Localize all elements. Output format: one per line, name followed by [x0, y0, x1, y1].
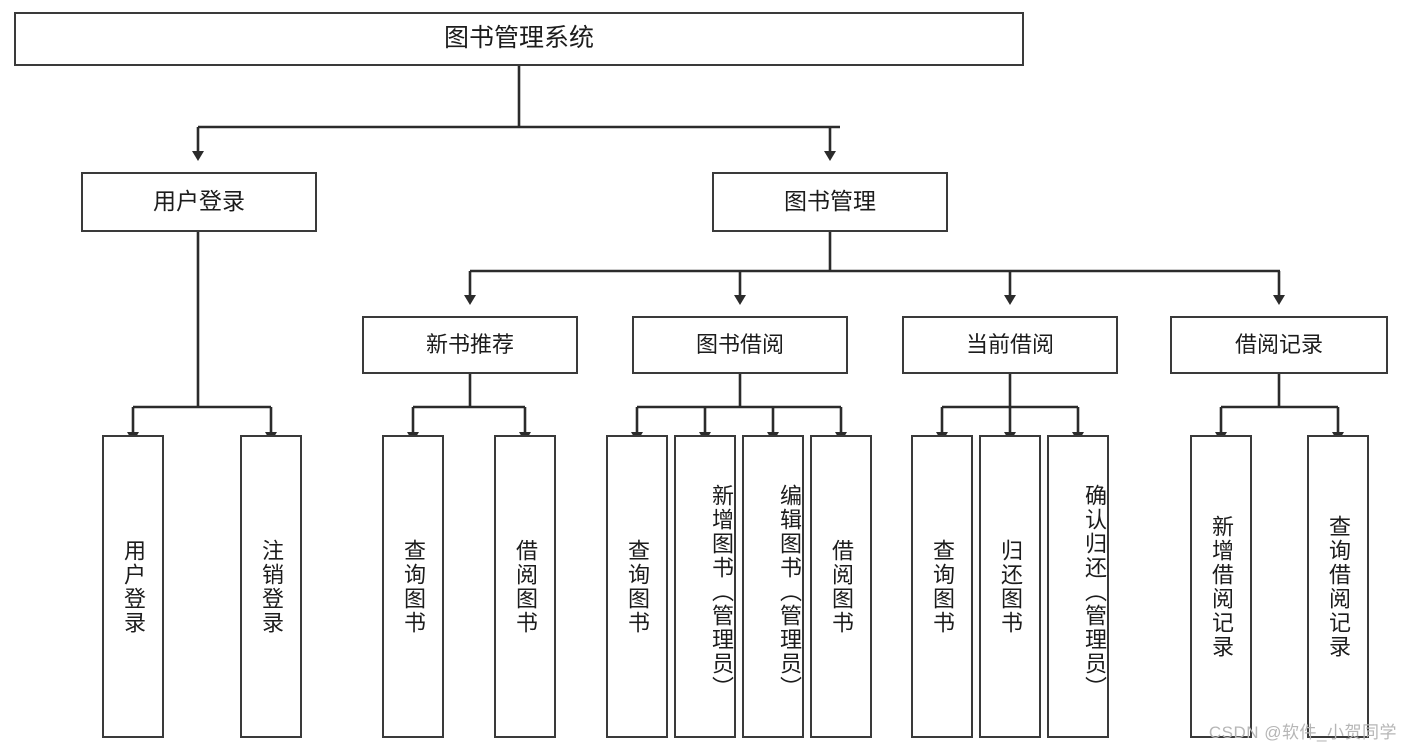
leaf-add-record-label: 新增借阅记录 [1208, 514, 1234, 659]
node-book-management-label: 图书管理 [784, 188, 876, 215]
node-book-management[interactable]: 图书管理 [712, 172, 948, 232]
node-book-borrow-label: 图书借阅 [695, 332, 784, 358]
leaf-edit-book[interactable]: 编辑图书（管理员） [742, 435, 804, 738]
leaf-query-book-2-label: 查询图书 [624, 538, 650, 635]
leaf-borrow-book-1-label: 借阅图书 [512, 538, 538, 635]
leaf-user-login-label: 用户登录 [120, 538, 146, 635]
leaf-confirm-return[interactable]: 确认归还（管理员） [1047, 435, 1109, 738]
leaf-return-book[interactable]: 归还图书 [979, 435, 1041, 738]
leaf-borrow-book-2[interactable]: 借阅图书 [810, 435, 872, 738]
node-root-label: 图书管理系统 [443, 24, 594, 53]
leaf-query-book-1-label: 查询图书 [400, 538, 426, 635]
node-current-borrow-label: 当前借阅 [965, 332, 1054, 358]
leaf-confirm-return-label: 确认归还（管理员） [1082, 483, 1107, 700]
watermark: CSDN @软件_小贺同学 [1208, 723, 1397, 742]
leaf-borrow-book-2-label: 借阅图书 [828, 538, 854, 635]
leaf-user-login[interactable]: 用户登录 [102, 435, 164, 738]
node-book-borrow[interactable]: 图书借阅 [632, 316, 848, 374]
leaf-borrow-book-1[interactable]: 借阅图书 [494, 435, 556, 738]
leaf-query-record[interactable]: 查询借阅记录 [1307, 435, 1369, 738]
node-new-book-recommend[interactable]: 新书推荐 [362, 316, 578, 374]
node-root[interactable]: 图书管理系统 [14, 12, 1024, 66]
node-borrow-record-label: 借阅记录 [1234, 332, 1323, 358]
node-current-borrow[interactable]: 当前借阅 [902, 316, 1118, 374]
leaf-return-book-label: 归还图书 [997, 538, 1023, 635]
leaf-query-book-3-label: 查询图书 [929, 538, 955, 635]
leaf-query-record-label: 查询借阅记录 [1325, 514, 1351, 659]
leaf-query-book-2[interactable]: 查询图书 [606, 435, 668, 738]
leaf-logout-login-label: 注销登录 [258, 538, 284, 635]
node-user-login[interactable]: 用户登录 [81, 172, 317, 232]
leaf-query-book-1[interactable]: 查询图书 [382, 435, 444, 738]
node-new-book-recommend-label: 新书推荐 [425, 332, 514, 358]
leaf-add-book-label: 新增图书（管理员） [709, 483, 734, 700]
node-user-login-label: 用户登录 [153, 188, 245, 215]
leaf-add-record[interactable]: 新增借阅记录 [1190, 435, 1252, 738]
leaf-logout-login[interactable]: 注销登录 [240, 435, 302, 738]
leaf-add-book[interactable]: 新增图书（管理员） [674, 435, 736, 738]
node-borrow-record[interactable]: 借阅记录 [1170, 316, 1388, 374]
leaf-query-book-3[interactable]: 查询图书 [911, 435, 973, 738]
leaf-edit-book-label: 编辑图书（管理员） [777, 483, 802, 700]
